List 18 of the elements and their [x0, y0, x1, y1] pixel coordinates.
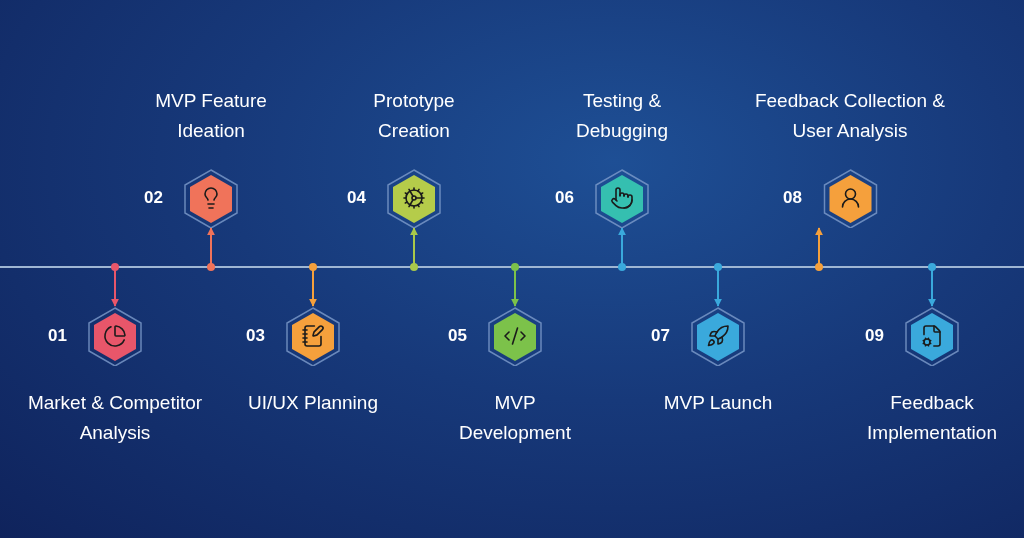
step-number: 07 — [650, 326, 670, 346]
step-number: 03 — [245, 326, 265, 346]
step-title: Market & Competitor Analysis — [26, 391, 204, 445]
step-title: UI/UX Planning — [247, 391, 379, 415]
step-number: 09 — [864, 326, 884, 346]
step-title: Testing & Debugging — [575, 89, 669, 143]
step-number: 01 — [47, 326, 67, 346]
step-number: 08 — [782, 188, 802, 208]
step-title: Feedback Collection & User Analysis — [753, 89, 947, 143]
step-number: 05 — [447, 326, 467, 346]
step-title: MVP Development — [458, 391, 572, 445]
step-title: MVP Launch — [662, 391, 774, 415]
step-number: 02 — [143, 188, 163, 208]
step-number: 04 — [346, 188, 366, 208]
step-title: Prototype Creation — [372, 89, 456, 143]
step-title: Feedback Implementation — [866, 391, 998, 445]
step-number: 06 — [554, 188, 574, 208]
step-title: MVP Feature Ideation — [154, 89, 268, 143]
